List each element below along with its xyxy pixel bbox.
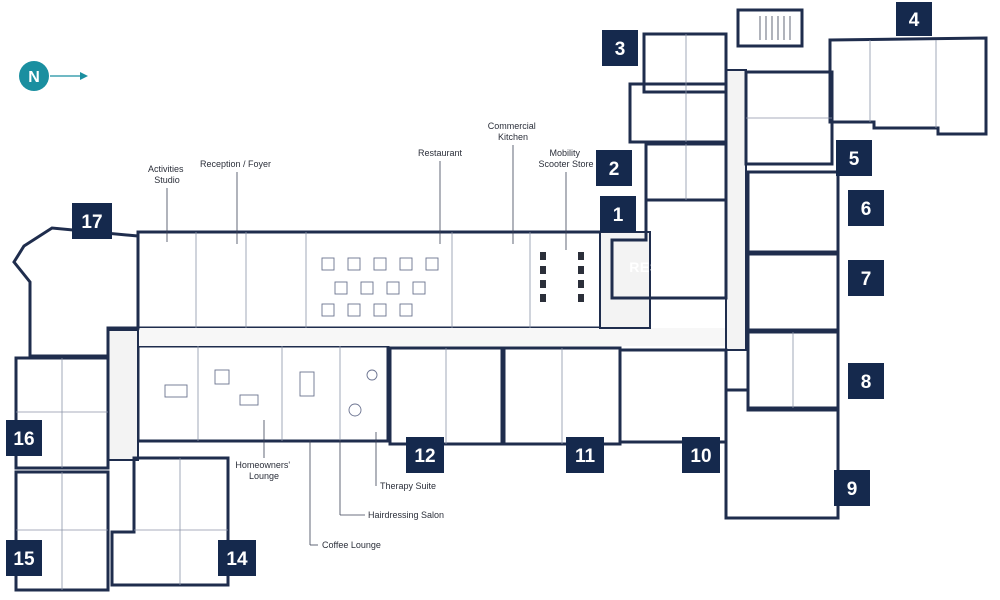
- stair-core: [736, 8, 804, 48]
- apartment-8-number: 8: [861, 372, 872, 393]
- south-communal-wing: [136, 344, 390, 443]
- homeowners-lounge-label: Homeowners' Lounge: [235, 460, 292, 481]
- apartment-7-reserved: RESERVED: [754, 291, 836, 307]
- apartment-6-reserved: RESERVED: [752, 210, 834, 226]
- apartment-5-number: 5: [849, 149, 860, 170]
- communal-areas: [107, 69, 748, 461]
- apartment-3-number: 3: [615, 39, 626, 60]
- north-communal-wing: [136, 230, 605, 330]
- corridor: [108, 328, 748, 346]
- apartment-14-number: 14: [226, 549, 248, 570]
- reception-foyer-label: Reception / Foyer: [200, 159, 271, 169]
- apartment-1-reserved: RESERVED: [629, 259, 711, 275]
- therapy-suite-label: Therapy Suite: [380, 481, 436, 491]
- mobility-scooter-store-label: Mobility Scooter Store: [538, 148, 593, 169]
- apartment-3-unit-south: [628, 82, 728, 144]
- lounge-furniture: [164, 369, 378, 417]
- room-labels: Activities Studio Reception / Foyer Rest…: [148, 121, 594, 550]
- hairdressing-salon-label: Hairdressing Salon: [368, 510, 444, 520]
- coffee-lounge-label: Coffee Lounge: [322, 540, 381, 550]
- apartment-17-number: 17: [81, 212, 102, 233]
- apartment-15-number: 15: [13, 549, 35, 570]
- north-compass-icon: [19, 61, 49, 91]
- apartment-10-number: 10: [690, 446, 711, 467]
- east-corridor: [725, 69, 747, 351]
- apartment-7-unit: [746, 252, 840, 332]
- apartment-3-unit-north: [642, 32, 728, 94]
- apartment-4-unit: [828, 36, 988, 136]
- scooter-bays: [540, 252, 584, 302]
- apartment-badges: 17 16 15 14 12 11 10 9 8 7 6 5 4 3 2 1: [6, 2, 932, 576]
- apartment-1-number: 1: [613, 205, 624, 226]
- restaurant-label: Restaurant: [418, 148, 463, 158]
- apartment-9-reserved: RESERVED: [736, 455, 818, 471]
- north-compass: N: [19, 61, 88, 91]
- apartment-2-number: 2: [609, 159, 620, 180]
- apartment-16-number: 16: [13, 429, 34, 450]
- apartment-4-number: 4: [909, 10, 920, 31]
- apartment-11-number: 11: [575, 446, 596, 467]
- north-east-corridor: [599, 231, 651, 329]
- apartment-6-number: 6: [861, 199, 872, 220]
- apartment-12-number: 12: [414, 446, 435, 467]
- apartment-14-unit: [110, 456, 230, 587]
- apartment-10-reserved: RESERVED: [632, 388, 714, 404]
- commercial-kitchen-label: Commercial Kitchen: [488, 121, 539, 142]
- west-corridor: [107, 329, 139, 461]
- apartment-7-number: 7: [861, 269, 872, 290]
- north-letter: N: [28, 69, 40, 86]
- activities-studio-label: Activities Studio: [148, 164, 186, 185]
- restaurant-tables: [321, 257, 439, 317]
- apartment-17-reserved: RESERVED: [47, 291, 129, 307]
- apartment-9-unit: [724, 388, 840, 520]
- apartment-9-number: 9: [847, 479, 858, 500]
- apartment-6-unit: [746, 170, 840, 254]
